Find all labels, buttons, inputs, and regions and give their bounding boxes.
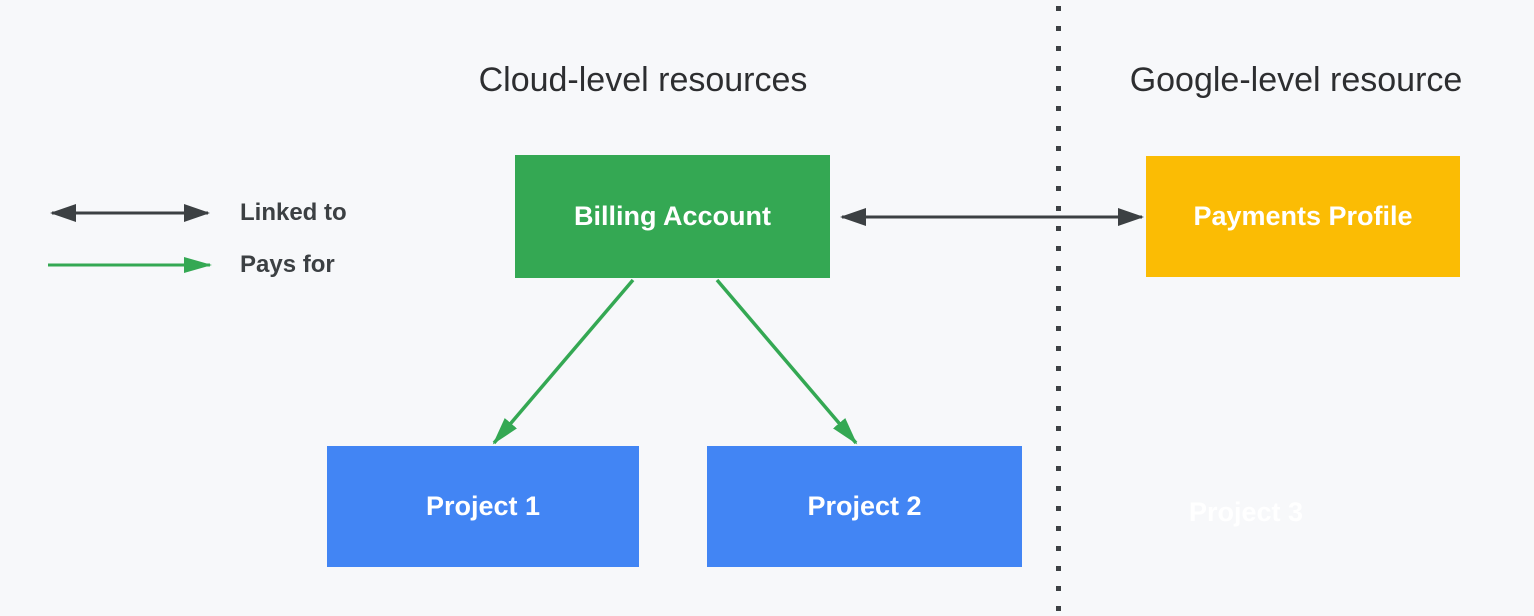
project-3-label: Project 3 [1188, 497, 1304, 527]
google-level-title: Google-level resource [1129, 61, 1463, 99]
project-1-label: Project 1 [425, 491, 541, 521]
legend-pays-for-label: Pays for [240, 251, 335, 278]
payments-profile-node: Payments Profile [1146, 156, 1460, 277]
project-2-node: Project 2 [707, 446, 1022, 567]
payments-profile-label: Payments Profile [1193, 201, 1413, 231]
project-1-node: Project 1 [327, 446, 639, 567]
billing-account-label: Billing Account [574, 201, 771, 231]
edge-pays-billing-project1 [492, 278, 635, 445]
legend-linked-to-label: Linked to [240, 199, 347, 226]
edge-pays-billing-project2 [715, 278, 858, 445]
project-2-label: Project 2 [807, 491, 922, 521]
cloud-level-title: Cloud-level resources [478, 61, 808, 99]
billing-account-node: Billing Account [515, 155, 830, 278]
dotted-divider [1056, 6, 1061, 616]
